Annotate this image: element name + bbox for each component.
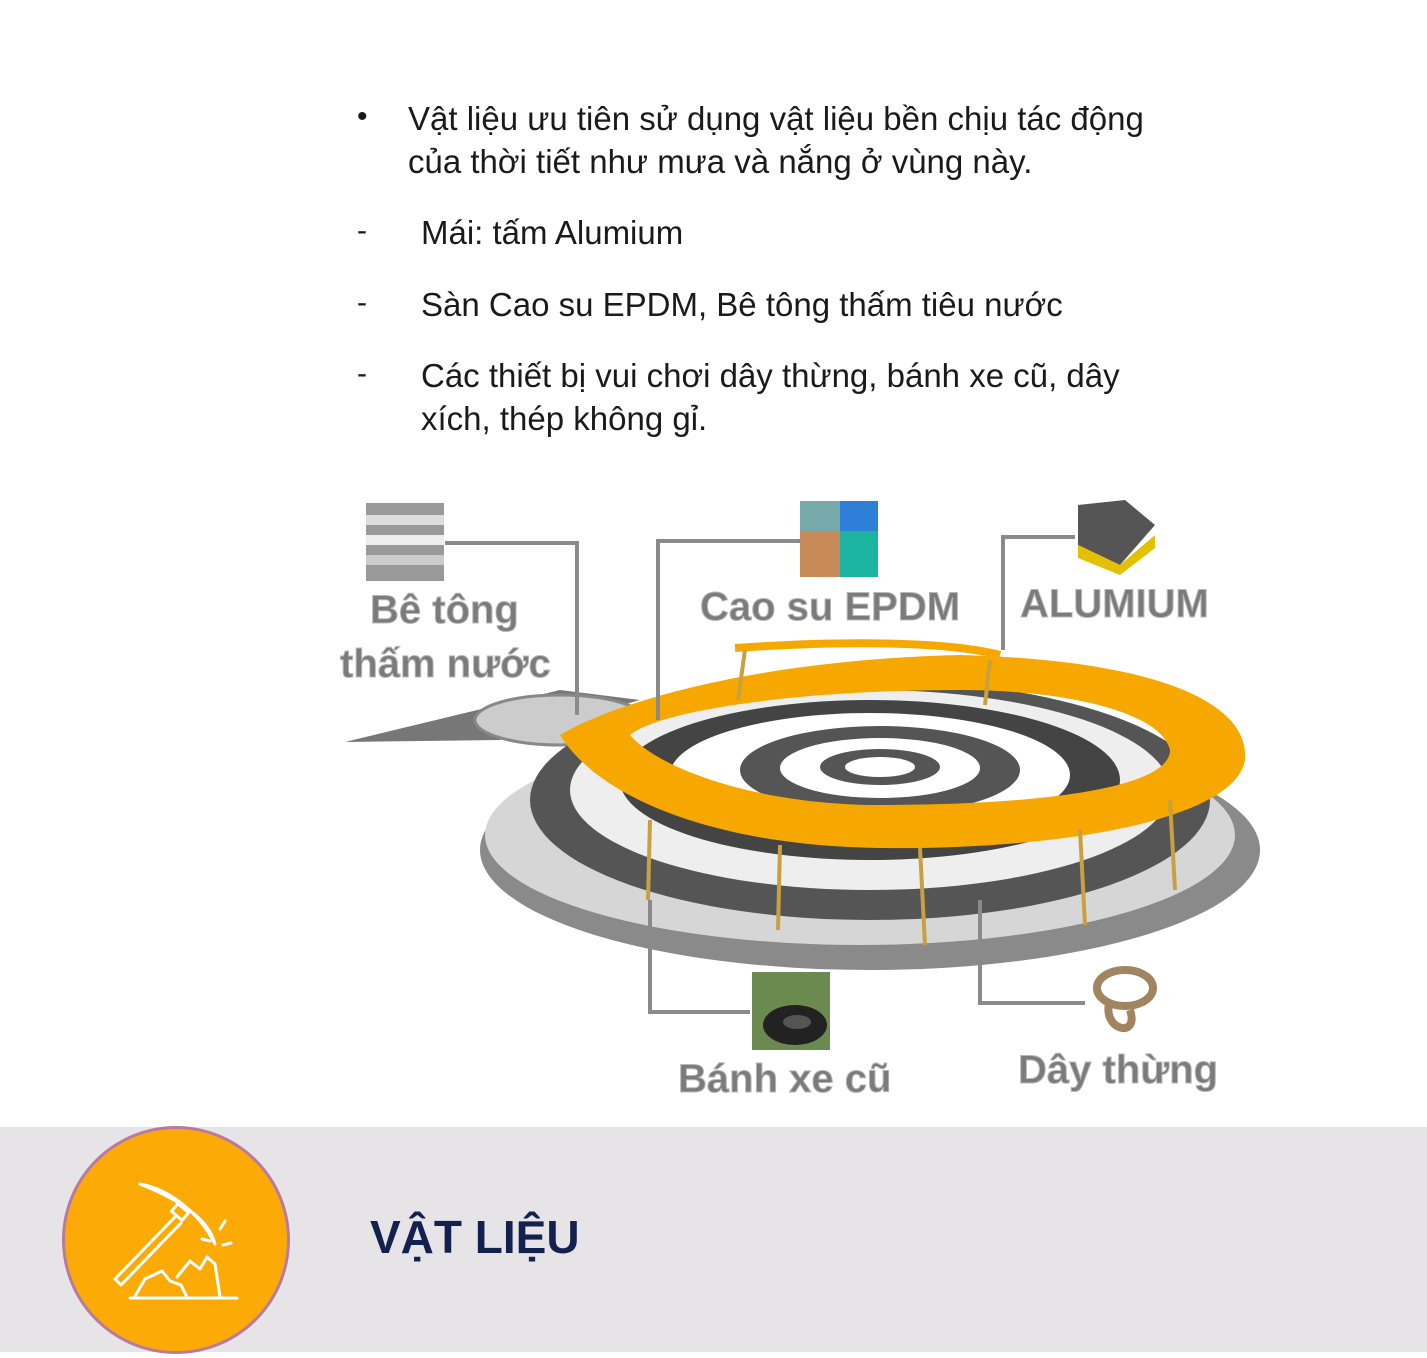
label-epdm: Cao su EPDM <box>700 585 960 629</box>
alumium-roof <box>560 655 1246 849</box>
bullet-text-3: Sàn Cao su EPDM, Bê tông thấm tiêu nước <box>421 286 1063 323</box>
roof-arc <box>734 639 1002 659</box>
pickaxe-icon <box>113 1182 239 1300</box>
playground-diagram: Bê tông thấm nước Cao su EPDM ALUMIUM Bá… <box>340 500 1260 1102</box>
bullet-text-1: Vật liệu ưu tiên sử dụng vật liệu bền ch… <box>408 97 1144 183</box>
support-posts <box>646 649 1177 946</box>
line: Các thiết bị vui chơi dây thừng, bánh xe… <box>421 357 1120 394</box>
concrete-thumbnail <box>366 503 444 581</box>
bullet-text-2: Mái: tấm Alumium <box>421 214 684 251</box>
label-alumium: ALUMIUM <box>1020 582 1209 626</box>
bullet-marker: • <box>357 100 368 133</box>
epdm-thumbnail <box>800 501 878 577</box>
rope-thumbnail <box>1093 966 1157 1032</box>
dash-marker: - <box>357 286 367 319</box>
label-concrete: Bê tông <box>370 588 519 632</box>
line: Vật liệu ưu tiên sử dụng vật liệu bền ch… <box>408 100 1144 137</box>
section-title: VẬT LIỆU <box>370 1211 580 1263</box>
dash-marker: - <box>357 214 367 247</box>
section-icon-circle <box>62 1126 290 1354</box>
line: của thời tiết như mưa và nắng ở vùng này… <box>408 143 1033 180</box>
label-rope: Dây thừng <box>1018 1048 1218 1092</box>
floor-ring <box>845 757 915 777</box>
dash-marker: - <box>357 357 367 390</box>
alumium-thumbnail <box>1078 500 1155 575</box>
callout-lines <box>445 535 1085 1014</box>
line: xích, thép không gỉ. <box>421 400 708 437</box>
label-tire: Bánh xe cũ <box>678 1057 891 1101</box>
label-concrete-2: thấm nước <box>340 642 551 686</box>
tire-thumbnail <box>752 972 830 1050</box>
bullet-text-4: Các thiết bị vui chơi dây thừng, bánh xe… <box>421 354 1120 440</box>
